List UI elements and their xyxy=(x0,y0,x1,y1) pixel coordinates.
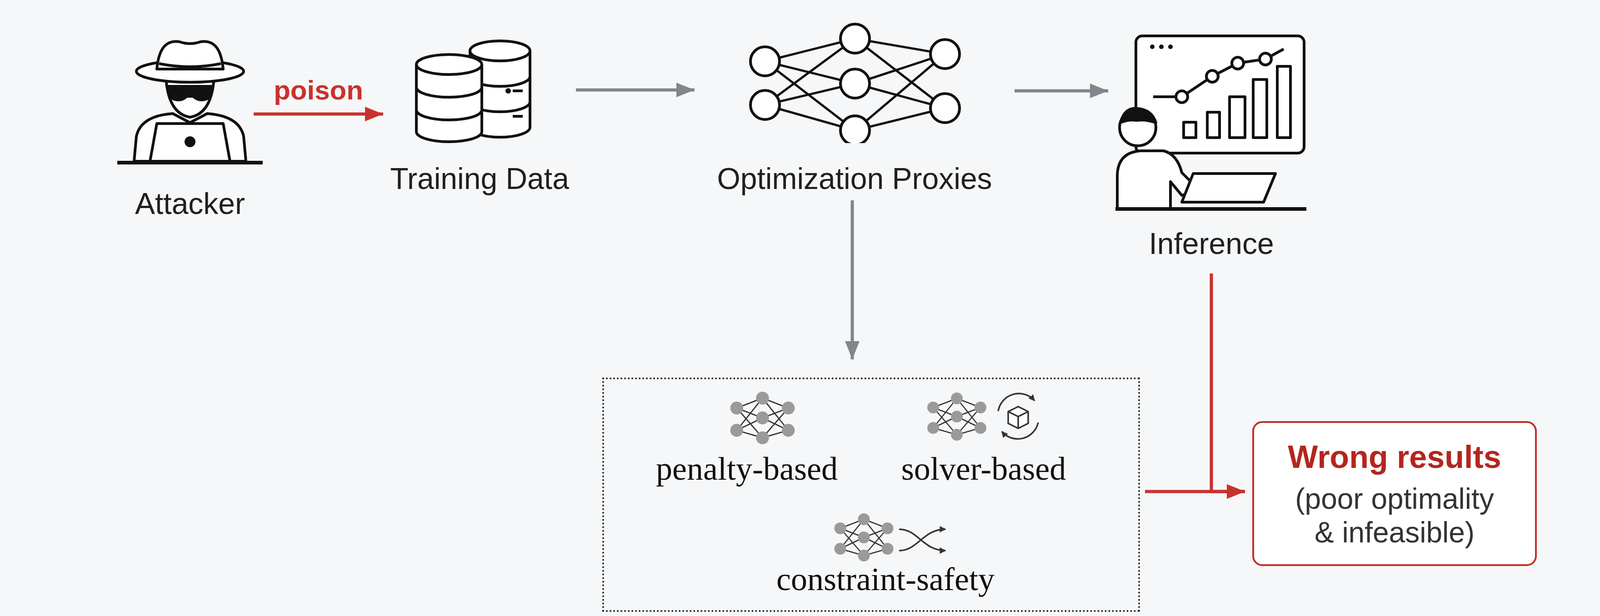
model-node: Optimization Proxies xyxy=(700,18,1010,197)
small-network-icon xyxy=(927,392,987,441)
database-icon xyxy=(416,40,530,142)
flow-arrow xyxy=(575,88,695,92)
analyst-icon xyxy=(1115,35,1307,210)
solver-icon xyxy=(998,393,1039,440)
variant-label: solver-based xyxy=(901,451,1066,488)
small-network-icon xyxy=(730,391,795,445)
flow-arrow xyxy=(1145,490,1245,494)
data-node: Training Data xyxy=(388,36,571,197)
outcome-title: Wrong results xyxy=(1287,438,1501,477)
attacker-icon xyxy=(117,41,263,163)
flow-arrow xyxy=(1211,273,1245,492)
node-label: Attacker xyxy=(135,186,245,222)
node-label: Inference xyxy=(1148,226,1274,262)
variant-label: penalty-based xyxy=(655,451,838,488)
node-label: Optimization Proxies xyxy=(716,161,992,197)
neural-network-icon xyxy=(750,24,960,145)
node-label: Training Data xyxy=(390,161,570,197)
inference-node: Inference xyxy=(1113,27,1310,262)
actor-node: Attacker xyxy=(131,36,249,222)
outcome-detail: (poor optimality & infeasible) xyxy=(1287,482,1502,550)
outcome-box: Wrong results (poor optimality & infeasib… xyxy=(1252,421,1537,567)
variant-node: solver-based xyxy=(888,390,1080,488)
small-network-icon xyxy=(834,513,894,562)
flow-arrow xyxy=(850,200,855,360)
edge-label: poison xyxy=(273,74,364,106)
variant-label: constraint-safety xyxy=(776,561,995,598)
flow-arrow xyxy=(253,112,384,116)
shuffle-icon xyxy=(899,529,946,551)
variant-node: constraint-safety xyxy=(767,508,1004,598)
flow-arrow xyxy=(1014,89,1109,93)
variant-group: penalty-based solver-based constraint-safe… xyxy=(602,377,1140,613)
variant-node: penalty-based xyxy=(646,390,847,488)
